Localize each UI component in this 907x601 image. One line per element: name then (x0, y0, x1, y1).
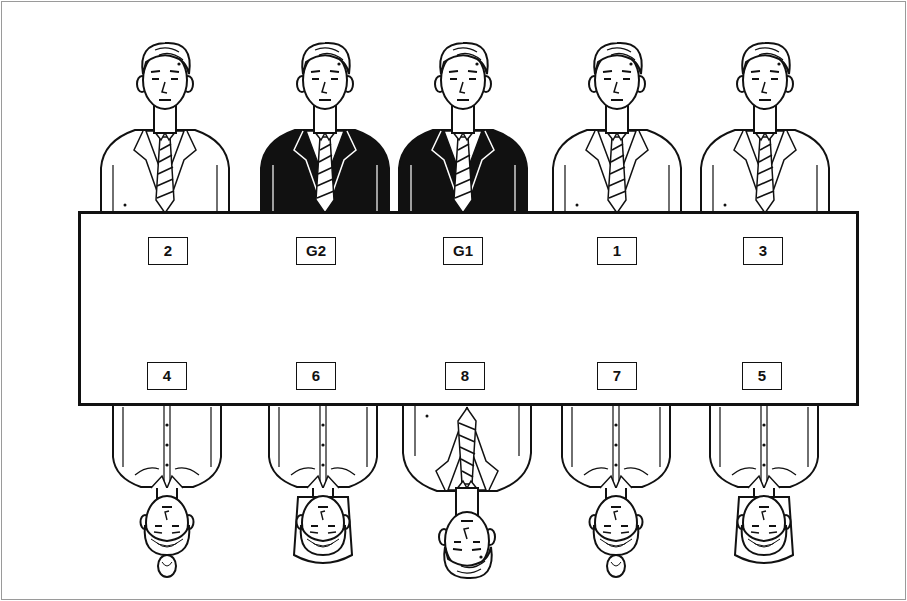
seat-number-box: 5 (742, 362, 782, 390)
host-figure (261, 43, 389, 217)
table (80, 213, 858, 405)
seat-number: 4 (163, 368, 171, 385)
seat-number: 8 (461, 368, 469, 385)
guest-figure (101, 43, 229, 217)
seat-number-box: 6 (296, 362, 336, 390)
seat-number: 7 (613, 368, 621, 385)
seat-number-box: 3 (743, 237, 783, 265)
guest-figure (269, 402, 377, 563)
seat-number-box: 7 (597, 362, 637, 390)
guest-figure (553, 43, 681, 217)
seat-number: 5 (758, 368, 766, 385)
guest-figure (562, 402, 670, 577)
seat-number: 2 (164, 243, 172, 260)
guest-figure (403, 404, 531, 578)
seat-number: G2 (306, 243, 326, 260)
seat-number: 3 (759, 243, 767, 260)
seat-number-box: 2 (148, 237, 188, 265)
seat-number-box: 1 (597, 237, 637, 265)
seat-number-box: G1 (443, 237, 483, 265)
guest-figure (701, 43, 829, 217)
seat-number-box: 4 (147, 362, 187, 390)
guest-figure (113, 402, 221, 577)
seat-number-box: G2 (296, 237, 336, 265)
guest-figure (710, 402, 818, 563)
host-figure (399, 43, 527, 217)
seat-number: 6 (312, 368, 320, 385)
seat-number: G1 (453, 243, 473, 260)
seat-number-box: 8 (445, 362, 485, 390)
seat-number: 1 (613, 243, 621, 260)
